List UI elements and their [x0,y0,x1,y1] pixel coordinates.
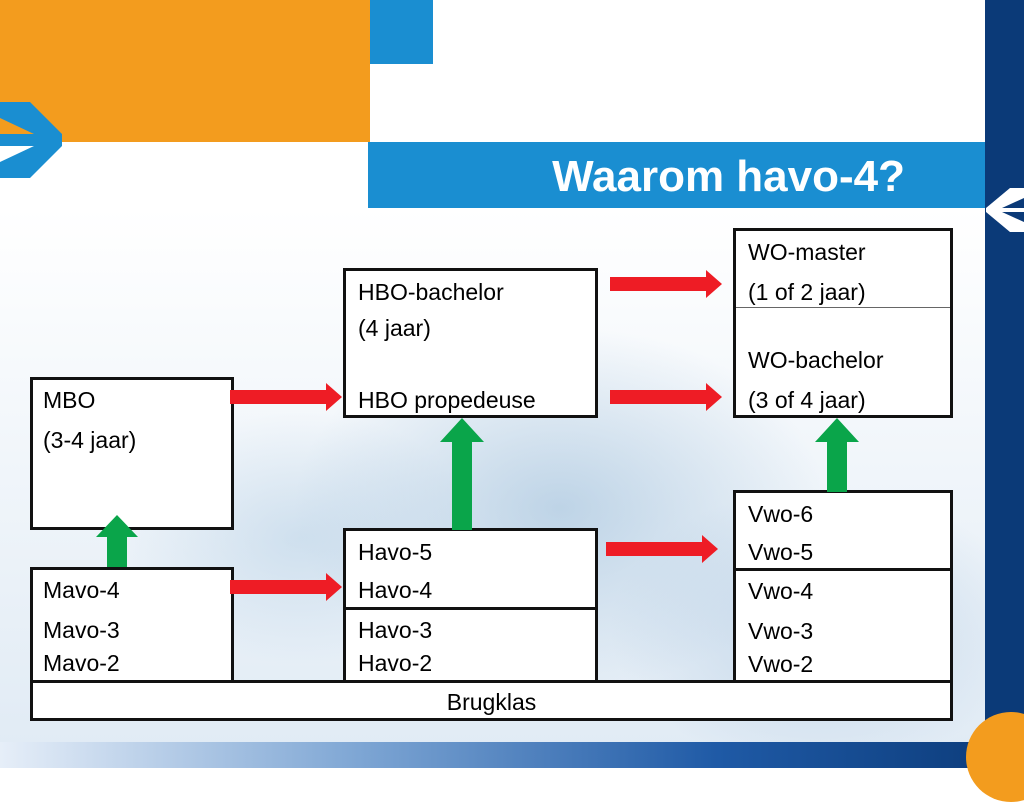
hbo-duration: (4 jaar) [358,315,431,341]
mbo-duration: (3-4 jaar) [43,427,137,453]
wo-bachelor-label: WO-bachelor [748,347,884,373]
vwo-divider [736,568,950,571]
vwo-4-label: Vwo-4 [748,578,814,604]
havo-2-label: Havo-2 [358,650,433,676]
arrow-havo-to-hbo [440,418,484,530]
mavo-2-label: Mavo-2 [43,650,120,676]
havo-box: Havo-5 Havo-4 Havo-3 Havo-2 [343,528,598,683]
arrow-havo-to-vwo [606,535,718,563]
mbo-label: MBO [43,387,96,413]
chevron-left-icon [986,188,1024,232]
hbo-box: HBO-bachelor (4 jaar) HBO propedeuse [343,268,598,418]
bottom-decorative-band [0,742,1024,768]
arrow-vwo-to-wo [815,418,859,492]
mavo-4-label: Mavo-4 [43,577,120,603]
orange-header-block [0,0,370,142]
havo-divider [346,607,595,610]
havo-3-label: Havo-3 [358,617,433,643]
arrow-mavo-to-mbo [96,515,138,567]
navy-side-strip [985,0,1024,768]
mavo-box: Mavo-4 Mavo-3 Mavo-2 [30,567,234,683]
arrow-mbo-to-hbo [230,383,342,411]
wo-box: WO-master (1 of 2 jaar) WO-bachelor (3 o… [733,228,953,418]
vwo-2-label: Vwo-2 [748,651,814,677]
hbo-propedeuse-label: HBO propedeuse [358,387,536,413]
wo-master-duration: (1 of 2 jaar) [748,279,866,305]
brugklas-box: Brugklas [30,680,953,721]
mavo-3-label: Mavo-3 [43,617,120,643]
blue-header-square [370,0,433,64]
wo-bachelor-duration: (3 of 4 jaar) [748,387,866,413]
vwo-5-label: Vwo-5 [748,539,814,565]
vwo-box: Vwo-6 Vwo-5 Vwo-4 Vwo-3 Vwo-2 [733,490,953,683]
slide-title: Waarom havo-4? [368,142,985,208]
wo-master-label: WO-master [748,239,866,265]
arrow-hbo-to-wo-master [610,270,722,298]
arrow-hbo-to-wo-bachelor [610,383,722,411]
hbo-bachelor-label: HBO-bachelor [358,279,504,305]
chevron-right-icon [0,102,62,178]
wo-divider [736,307,950,308]
vwo-6-label: Vwo-6 [748,501,814,527]
mbo-box: MBO (3-4 jaar) [30,377,234,530]
havo-4-label: Havo-4 [358,577,433,603]
havo-5-label: Havo-5 [358,539,433,565]
vwo-3-label: Vwo-3 [748,618,814,644]
arrow-mavo-to-havo [230,573,342,601]
brugklas-label: Brugklas [446,689,537,715]
